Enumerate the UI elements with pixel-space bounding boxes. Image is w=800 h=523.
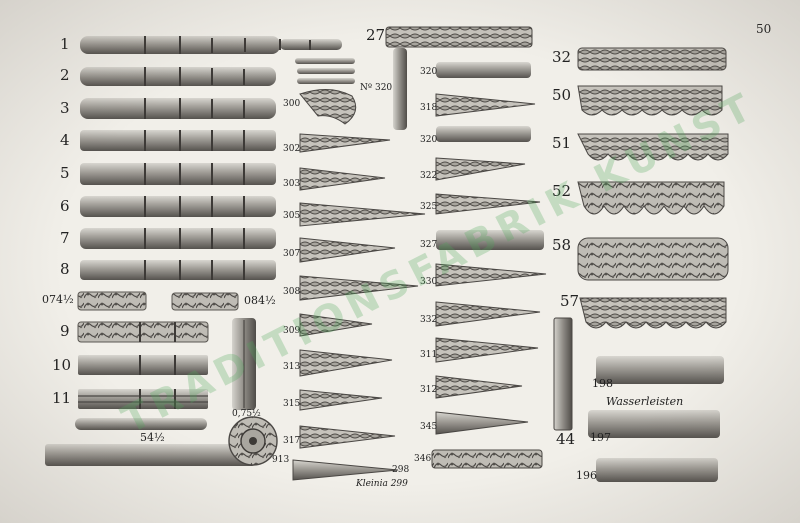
label-3: 3 [60, 99, 70, 117]
label-2: 2 [60, 66, 70, 84]
label-9: 9 [60, 322, 70, 340]
label-312: 312 [420, 385, 438, 395]
label-50: 50 [552, 86, 572, 104]
frieze-57 [579, 297, 727, 329]
strip-44 [553, 317, 573, 431]
label-330: 330 [420, 277, 438, 287]
label-325: 325 [420, 202, 438, 212]
label-6: 6 [60, 197, 70, 215]
label-303: 303 [283, 179, 301, 189]
label-313: 313 [283, 362, 301, 372]
label-074: 074½ [42, 293, 74, 306]
label-298: 298 [392, 465, 410, 475]
label-0752: 0,75½ [232, 409, 261, 419]
label-57: 57 [560, 292, 580, 310]
label-309: 309 [283, 326, 301, 336]
ornament-no320 [295, 48, 407, 130]
moulding-54 [45, 418, 255, 466]
label-27: 27 [366, 26, 386, 44]
frieze-51 [577, 133, 729, 161]
label-317: 317 [283, 436, 301, 446]
label-345: 345 [420, 422, 438, 432]
moulding-7 [80, 228, 276, 249]
finials-right-middle [431, 62, 547, 469]
label-300: 300 [283, 99, 301, 109]
page-number: 50 [756, 22, 772, 36]
label-7: 7 [60, 229, 70, 247]
moulding-4 [80, 130, 276, 151]
label-327: 327 [420, 240, 438, 250]
frieze-32 [577, 47, 727, 71]
label-4: 4 [60, 131, 70, 149]
label-320a: 320 [420, 67, 438, 77]
label-10: 10 [52, 356, 72, 374]
caption-wasserleisten: Wasserleisten [606, 395, 684, 408]
moulding-6 [80, 196, 276, 217]
label-307: 307 [283, 249, 301, 259]
moulding-074 [77, 291, 239, 311]
label-32: 32 [552, 48, 572, 66]
label-332: 332 [420, 315, 438, 325]
label-198: 198 [592, 377, 613, 390]
label-305: 305 [283, 211, 301, 221]
moulding-9 [77, 321, 209, 343]
frieze-50 [577, 85, 723, 116]
label-54: 54½ [140, 431, 165, 444]
label-44: 44 [556, 430, 576, 448]
label-084: 084½ [244, 294, 276, 307]
ornament-27 [385, 26, 533, 48]
label-346: 346 [414, 454, 432, 464]
label-311: 311 [420, 350, 438, 360]
label-302: 302 [283, 144, 301, 154]
rosette-913 [228, 416, 278, 466]
moulding-11 [78, 389, 208, 409]
moulding-2 [80, 67, 276, 86]
label-5: 5 [60, 164, 70, 182]
label-no320: Nº 320 [360, 83, 393, 93]
moulding-3 [80, 98, 276, 119]
moulding-10 [78, 355, 208, 375]
label-308: 308 [283, 287, 301, 297]
label-197: 197 [590, 431, 611, 444]
label-913: 913 [272, 455, 290, 465]
frieze-58 [577, 237, 729, 281]
label-1: 1 [60, 35, 70, 53]
label-11: 11 [52, 389, 72, 407]
label-51: 51 [552, 134, 572, 152]
label-315: 315 [283, 399, 301, 409]
label-196: 196 [576, 469, 597, 482]
moulding-8 [80, 260, 276, 280]
label-8: 8 [60, 260, 70, 278]
label-320b: 320 [420, 135, 438, 145]
vertical-moulding-0752 [232, 318, 256, 410]
label-322: 322 [420, 171, 438, 181]
label-318: 318 [420, 103, 438, 113]
finials-middle [292, 89, 426, 481]
label-58: 58 [552, 236, 572, 254]
wasserleisten [588, 356, 724, 482]
moulding-1 [80, 36, 342, 54]
frieze-52 [577, 181, 725, 215]
label-52: 52 [552, 182, 572, 200]
caption-kleinia: Kleinia 299 [356, 479, 408, 489]
moulding-5 [80, 163, 276, 185]
